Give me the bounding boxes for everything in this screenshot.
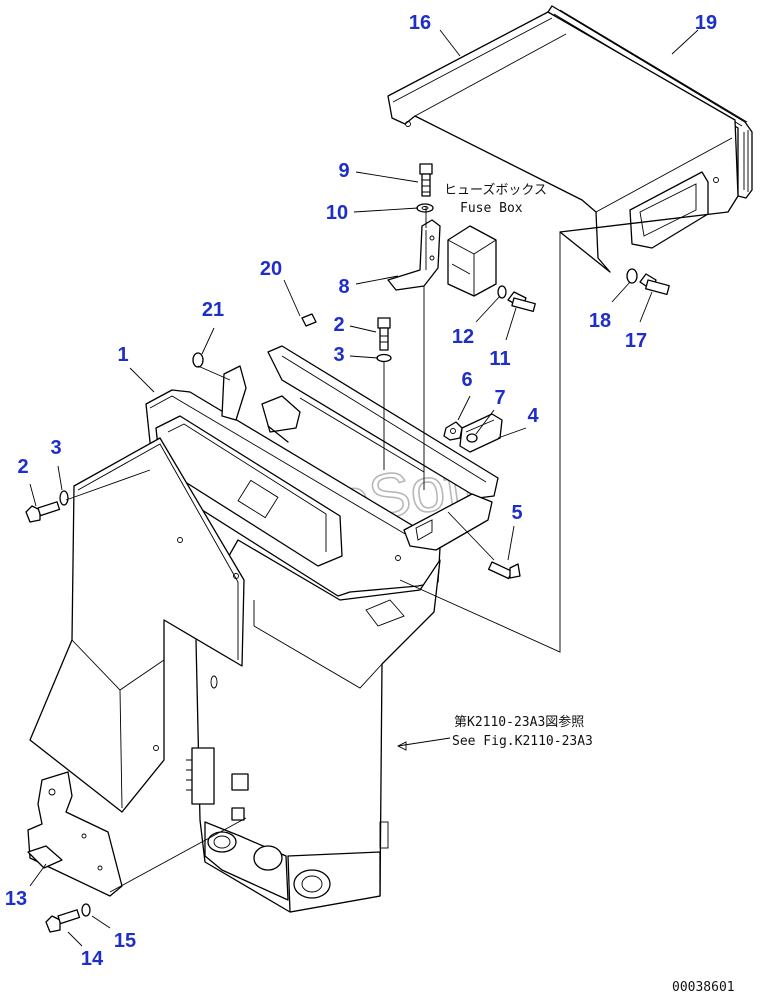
fuse-box xyxy=(447,225,497,297)
callout-13: 13 xyxy=(5,888,27,910)
side-cover-plate xyxy=(29,437,245,813)
fuse-box-label-jp: ヒューズボックス xyxy=(444,182,547,198)
assembly-lines xyxy=(65,206,561,893)
part-8-fuse-bracket xyxy=(387,219,441,291)
part-1-console-body xyxy=(145,345,499,913)
part-6-nut xyxy=(443,421,463,441)
callout-11: 11 xyxy=(489,348,510,370)
callout-16: 16 xyxy=(409,12,431,34)
callout-18: 18 xyxy=(589,310,611,332)
part-4-relay-bracket xyxy=(459,413,503,453)
part-3-washer-left xyxy=(59,490,69,506)
part-16-upper-cover xyxy=(387,11,739,273)
callout-10: 10 xyxy=(326,202,348,224)
fuse-box-label-en: Fuse Box xyxy=(460,201,523,216)
callout-15: 15 xyxy=(114,930,136,952)
part-10-washer xyxy=(416,203,434,213)
callout-3: 3 xyxy=(50,437,61,459)
part-2-bolt-upper xyxy=(377,317,391,351)
part-2-bolt-left xyxy=(25,501,61,523)
part-13-plate xyxy=(27,771,123,897)
callout-6: 6 xyxy=(461,369,472,391)
part-15-washer xyxy=(81,903,91,917)
part-12-washer xyxy=(497,285,507,299)
see-figure-note-jp: 第K2110-23A3図参照 xyxy=(454,714,584,730)
part-14-bolt xyxy=(45,909,81,933)
part-9-bolt xyxy=(419,163,433,197)
callout-8: 8 xyxy=(338,276,349,298)
part-5-bolt xyxy=(487,561,521,580)
callout-20: 20 xyxy=(260,258,282,280)
callout-2: 2 xyxy=(333,314,344,336)
callout-9: 9 xyxy=(338,160,349,182)
callout-4: 4 xyxy=(527,405,539,427)
callout-12: 12 xyxy=(452,326,474,348)
callout-19: 19 xyxy=(695,12,717,34)
part-3-washer-upper xyxy=(376,353,392,363)
callout-leaders xyxy=(29,29,699,947)
part-20-bracket xyxy=(221,313,317,443)
callout-3: 3 xyxy=(333,344,344,366)
figure-code: 00038601 xyxy=(672,980,735,995)
callout-21: 21 xyxy=(202,299,224,321)
part-17-bolt xyxy=(639,273,670,296)
callout-1: 1 xyxy=(117,344,128,366)
part-21-washer xyxy=(192,352,204,368)
callout-17: 17 xyxy=(625,330,647,352)
callout-5: 5 xyxy=(511,502,522,524)
part-18-washer xyxy=(626,268,638,284)
callout-7: 7 xyxy=(494,387,505,409)
callout-14: 14 xyxy=(81,948,104,970)
part-7-washer xyxy=(466,433,478,443)
part-11-bolt xyxy=(507,291,536,313)
see-figure-note-en: See Fig.K2110-23A3 xyxy=(452,734,593,749)
callout-2: 2 xyxy=(17,456,28,478)
